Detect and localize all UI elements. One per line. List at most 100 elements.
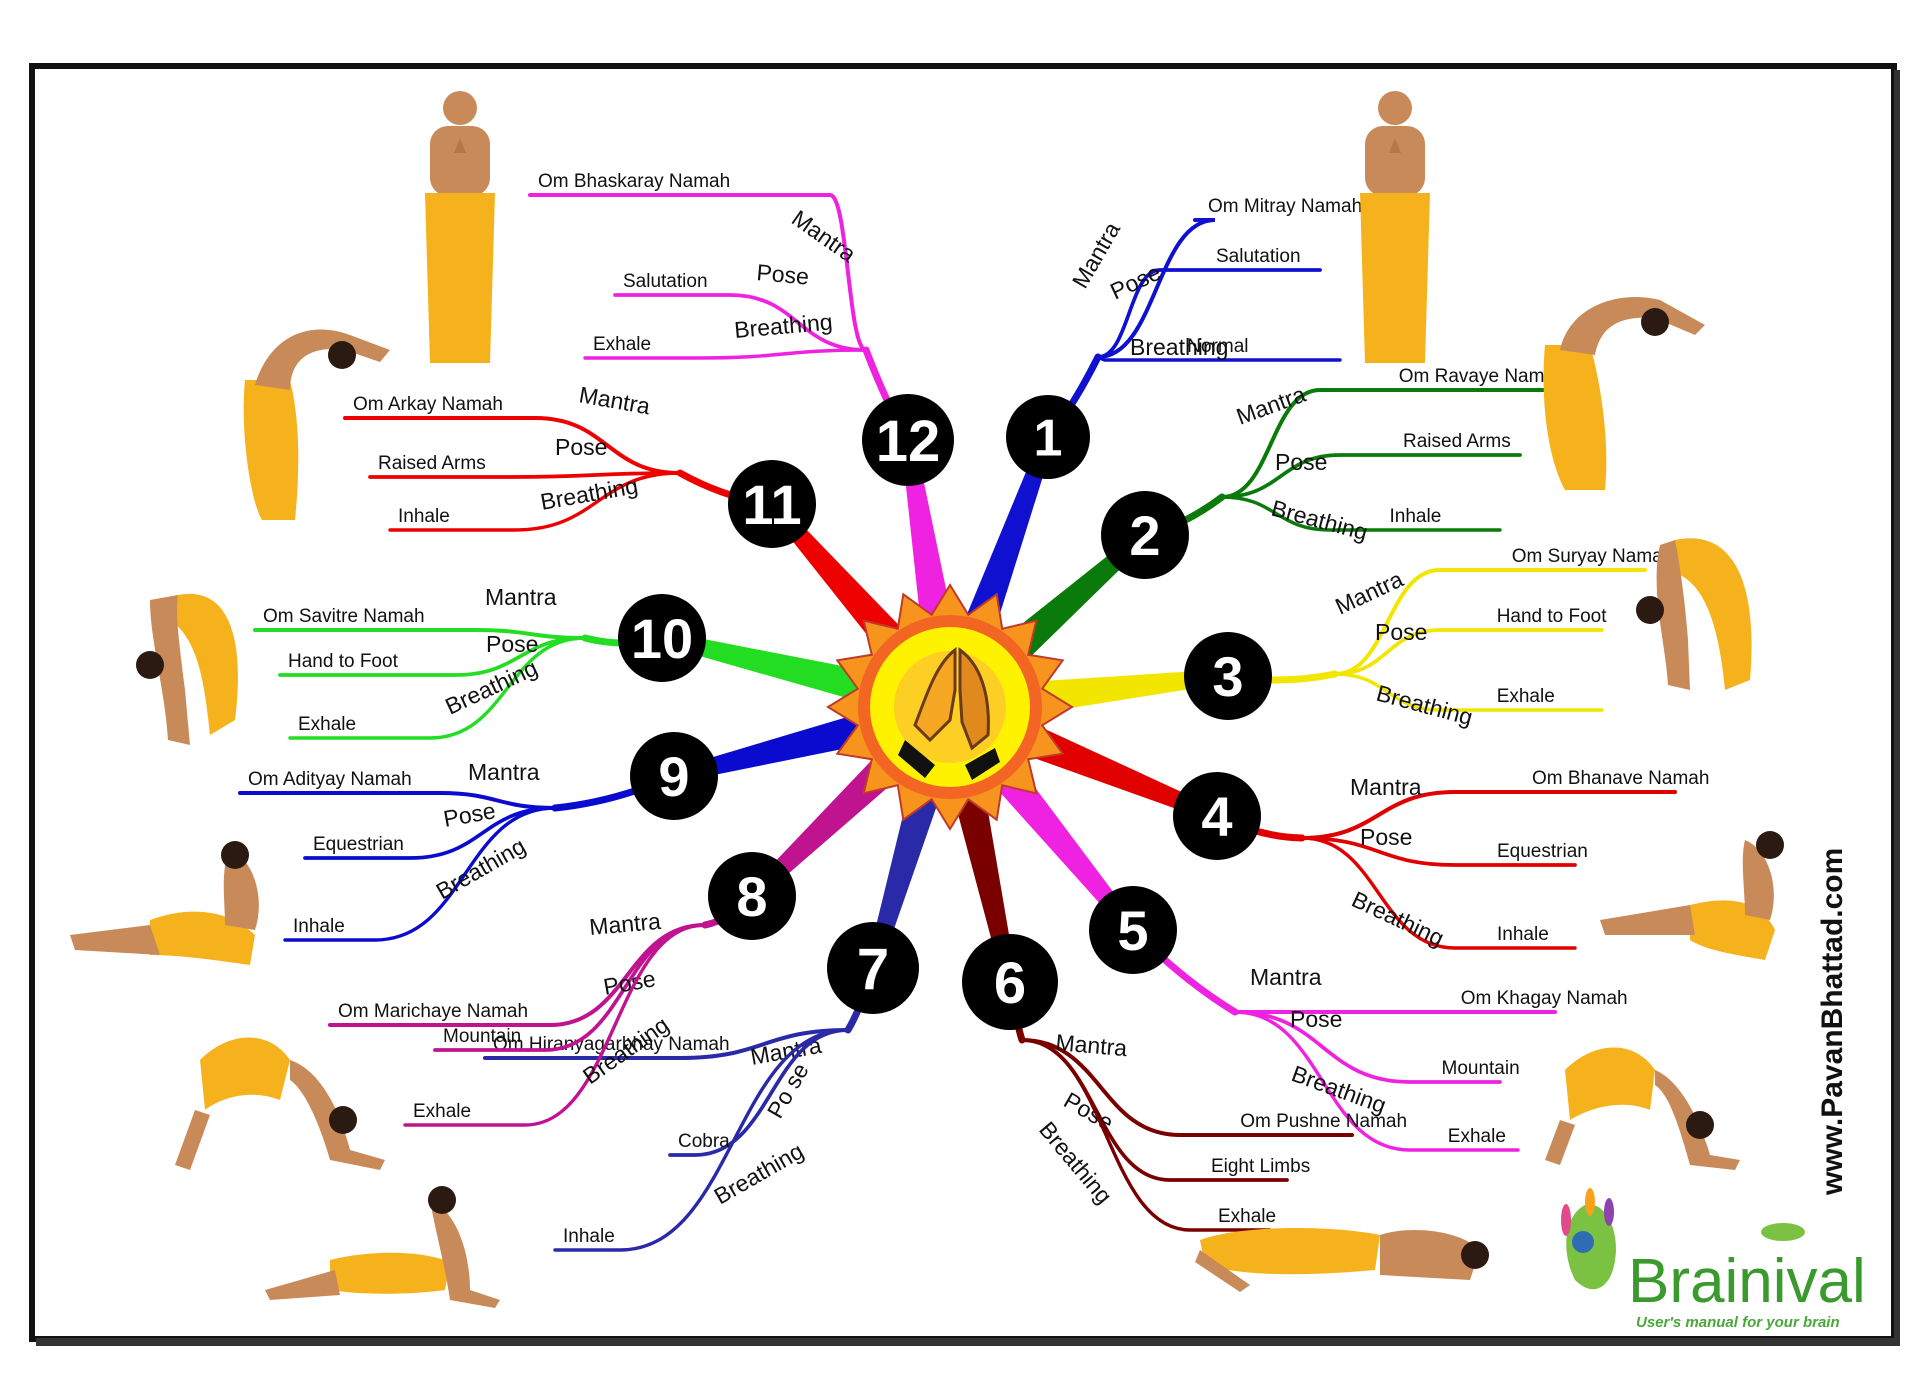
leaf-5-mantra: Om Khagay Namah <box>1461 988 1628 1009</box>
figure-raised-arms-left <box>243 329 390 520</box>
step-circle-7 <box>827 922 919 1014</box>
figure-hand-to-foot-left <box>136 593 238 745</box>
step-number-4: 4 <box>1201 785 1232 848</box>
leaf-9-mantra: Om Adityay Namah <box>248 769 412 790</box>
spoke-3 <box>1032 669 1229 714</box>
brainival-hand-icon <box>1561 1188 1805 1290</box>
leaf-10-pose: Hand to Foot <box>288 651 399 672</box>
branch-4-pose <box>1300 836 1577 867</box>
leaf-6-mantra: Om Pushne Namah <box>1240 1111 1407 1132</box>
branch-3-mantra <box>1333 568 1647 676</box>
branch-6-breathing <box>1020 1038 1272 1232</box>
step-number-6: 6 <box>994 951 1026 1016</box>
step-number-11: 11 <box>742 473 801 536</box>
spoke-7 <box>866 783 942 970</box>
step-circle-5 <box>1089 886 1177 974</box>
branch-3-pose <box>1333 628 1604 676</box>
leaf-10-breathing: Exhale <box>298 714 356 735</box>
step-circle-1 <box>1006 395 1090 479</box>
figures <box>70 91 1784 1308</box>
branch-7-mantra <box>483 1028 850 1060</box>
leaf-12-pose: Salutation <box>623 271 708 292</box>
branch-5-breathing <box>1233 1010 1520 1152</box>
leaf-1-mantra: Om Mitray Namah <box>1208 196 1362 217</box>
step-number-8: 8 <box>736 865 767 928</box>
branch-1-pose <box>1096 268 1322 359</box>
leaf-8-mantra: Om Marichaye Namah <box>338 1001 528 1022</box>
branch-4-mantra <box>1300 790 1677 840</box>
key-2-pose: Pose <box>1275 449 1327 475</box>
step-node-10: 10 <box>618 594 706 682</box>
key-11-pose: Pose <box>555 434 607 460</box>
branch-10-breathing <box>288 636 587 740</box>
key-1-breathing: Breathing <box>1130 334 1228 360</box>
key-10-mantra: Mantra <box>485 584 557 610</box>
branch-4-breathing <box>1300 836 1577 950</box>
key-10-pose: Pose <box>486 631 538 657</box>
leaf-9-pose: Equestrian <box>313 834 404 855</box>
step-node-9: 9 <box>630 732 718 820</box>
step-circle-2 <box>1101 491 1189 579</box>
leaf-6-pose: Eight Limbs <box>1211 1156 1310 1177</box>
brainival-logo: Brainival User's manual for your brain <box>1561 1188 1866 1331</box>
frame-shadow-right <box>1894 70 1900 1346</box>
brainival-tagline: User's manual for your brain <box>1636 1314 1840 1331</box>
spoke-9 <box>672 712 872 783</box>
step-node-7: 7 <box>827 922 919 1014</box>
step-circle-10 <box>618 594 706 682</box>
step-number-10: 10 <box>631 607 693 670</box>
spoke-5 <box>991 762 1139 935</box>
step-number-9: 9 <box>658 745 689 808</box>
step-number-2: 2 <box>1129 504 1160 567</box>
leaf-7-pose: Cobra <box>678 1131 730 1152</box>
step-number-5: 5 <box>1117 899 1148 962</box>
step-circle-11 <box>728 460 816 548</box>
branch-2-pose <box>1220 453 1522 499</box>
branch-8-breathing <box>403 923 707 1127</box>
leaf-1-pose: Salutation <box>1216 246 1301 267</box>
step-circle-3 <box>1184 632 1272 720</box>
central-sun <box>826 583 1074 831</box>
key-3-pose: Pose <box>1375 619 1427 645</box>
step-number-3: 3 <box>1212 645 1243 708</box>
spoke-8 <box>747 754 900 902</box>
key-8-mantra: Mantra <box>588 908 662 940</box>
branch-11-breathing <box>388 471 682 532</box>
branch-12-pose <box>613 293 868 352</box>
spoke-6 <box>952 786 1017 984</box>
leaf-3-breathing: Exhale <box>1497 686 1555 707</box>
step-number-7: 7 <box>857 937 889 1002</box>
leaf-6-breathing: Exhale <box>1218 1206 1276 1227</box>
leaf-2-mantra: Om Ravaye Namah <box>1399 366 1566 387</box>
leaf-5-pose: Mountain <box>1442 1058 1520 1079</box>
step-node-5: 5 <box>1089 886 1177 974</box>
figure-salutation-left <box>425 91 495 363</box>
step-node-11: 11 <box>728 460 816 548</box>
branch-11-mantra <box>343 416 682 475</box>
branch-5-pose <box>1233 1010 1502 1084</box>
key-9-mantra: Mantra <box>468 759 540 785</box>
leaf-4-pose: Equestrian <box>1497 841 1588 862</box>
leaf-8-breathing: Exhale <box>413 1101 471 1122</box>
leaf-11-pose: Raised Arms <box>378 453 486 474</box>
spoke-4 <box>1022 724 1220 823</box>
branch-2-mantra <box>1220 388 1547 499</box>
key-5-mantra: Mantra <box>1250 964 1322 990</box>
leaf-1-breathing: Normal <box>1187 336 1248 357</box>
spoke-1 <box>963 434 1055 633</box>
spoke-10 <box>660 631 872 703</box>
brainival-name: Brainival <box>1628 1247 1866 1316</box>
key-5-pose: Pose <box>1290 1006 1342 1032</box>
figure-salutation-right <box>1360 91 1430 363</box>
leaf-5-breathing: Exhale <box>1448 1126 1506 1147</box>
website-label: www.PavanBhattad.com <box>1816 848 1849 1196</box>
branch-12-mantra <box>528 193 868 352</box>
figure-mountain-right <box>1545 1047 1740 1170</box>
step-node-3: 3 <box>1184 632 1272 720</box>
praying-hands-icon <box>898 646 1000 780</box>
branch-3-breathing <box>1333 672 1604 712</box>
leaf-4-mantra: Om Bhanave Namah <box>1532 768 1709 789</box>
